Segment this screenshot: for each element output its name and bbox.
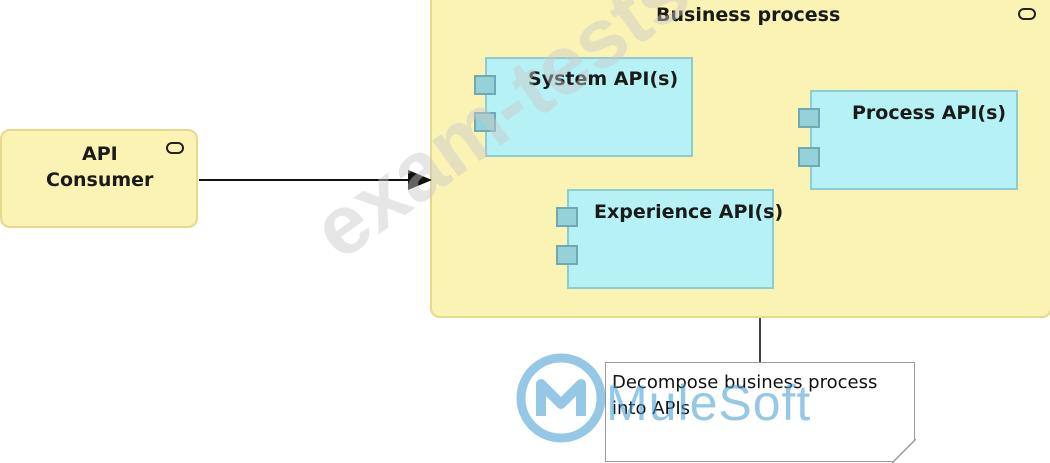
note-folded-corner — [892, 439, 916, 463]
component-tab-icon — [474, 75, 496, 95]
system-api-box[interactable] — [485, 57, 693, 157]
business-role-icon — [1018, 8, 1036, 20]
api-consumer-label-line2: Consumer — [46, 169, 154, 191]
component-tab-icon — [556, 245, 578, 265]
component-tab-icon — [798, 108, 820, 128]
component-tab-icon — [474, 112, 496, 132]
process-api-label: Process API(s) — [852, 102, 1007, 124]
business-process-label: Business process — [656, 4, 841, 26]
system-api-label: System API(s) — [528, 68, 679, 90]
experience-api-label: Experience API(s) — [594, 201, 784, 223]
mulesoft-logo-icon — [516, 353, 606, 443]
consumer-role-icon — [166, 142, 184, 154]
component-tab-icon — [556, 207, 578, 227]
note-text-line1: Decompose business process — [612, 372, 878, 393]
mulesoft-logo-text: MuleSoft — [606, 375, 812, 431]
api-consumer-box[interactable] — [0, 129, 198, 228]
experience-api-box[interactable] — [567, 189, 774, 289]
component-tab-icon — [798, 147, 820, 167]
note-text-line2: into APIs — [612, 398, 691, 419]
api-consumer-label-line1: API — [82, 143, 118, 165]
note-box[interactable] — [605, 362, 916, 463]
process-api-box[interactable] — [810, 90, 1018, 190]
